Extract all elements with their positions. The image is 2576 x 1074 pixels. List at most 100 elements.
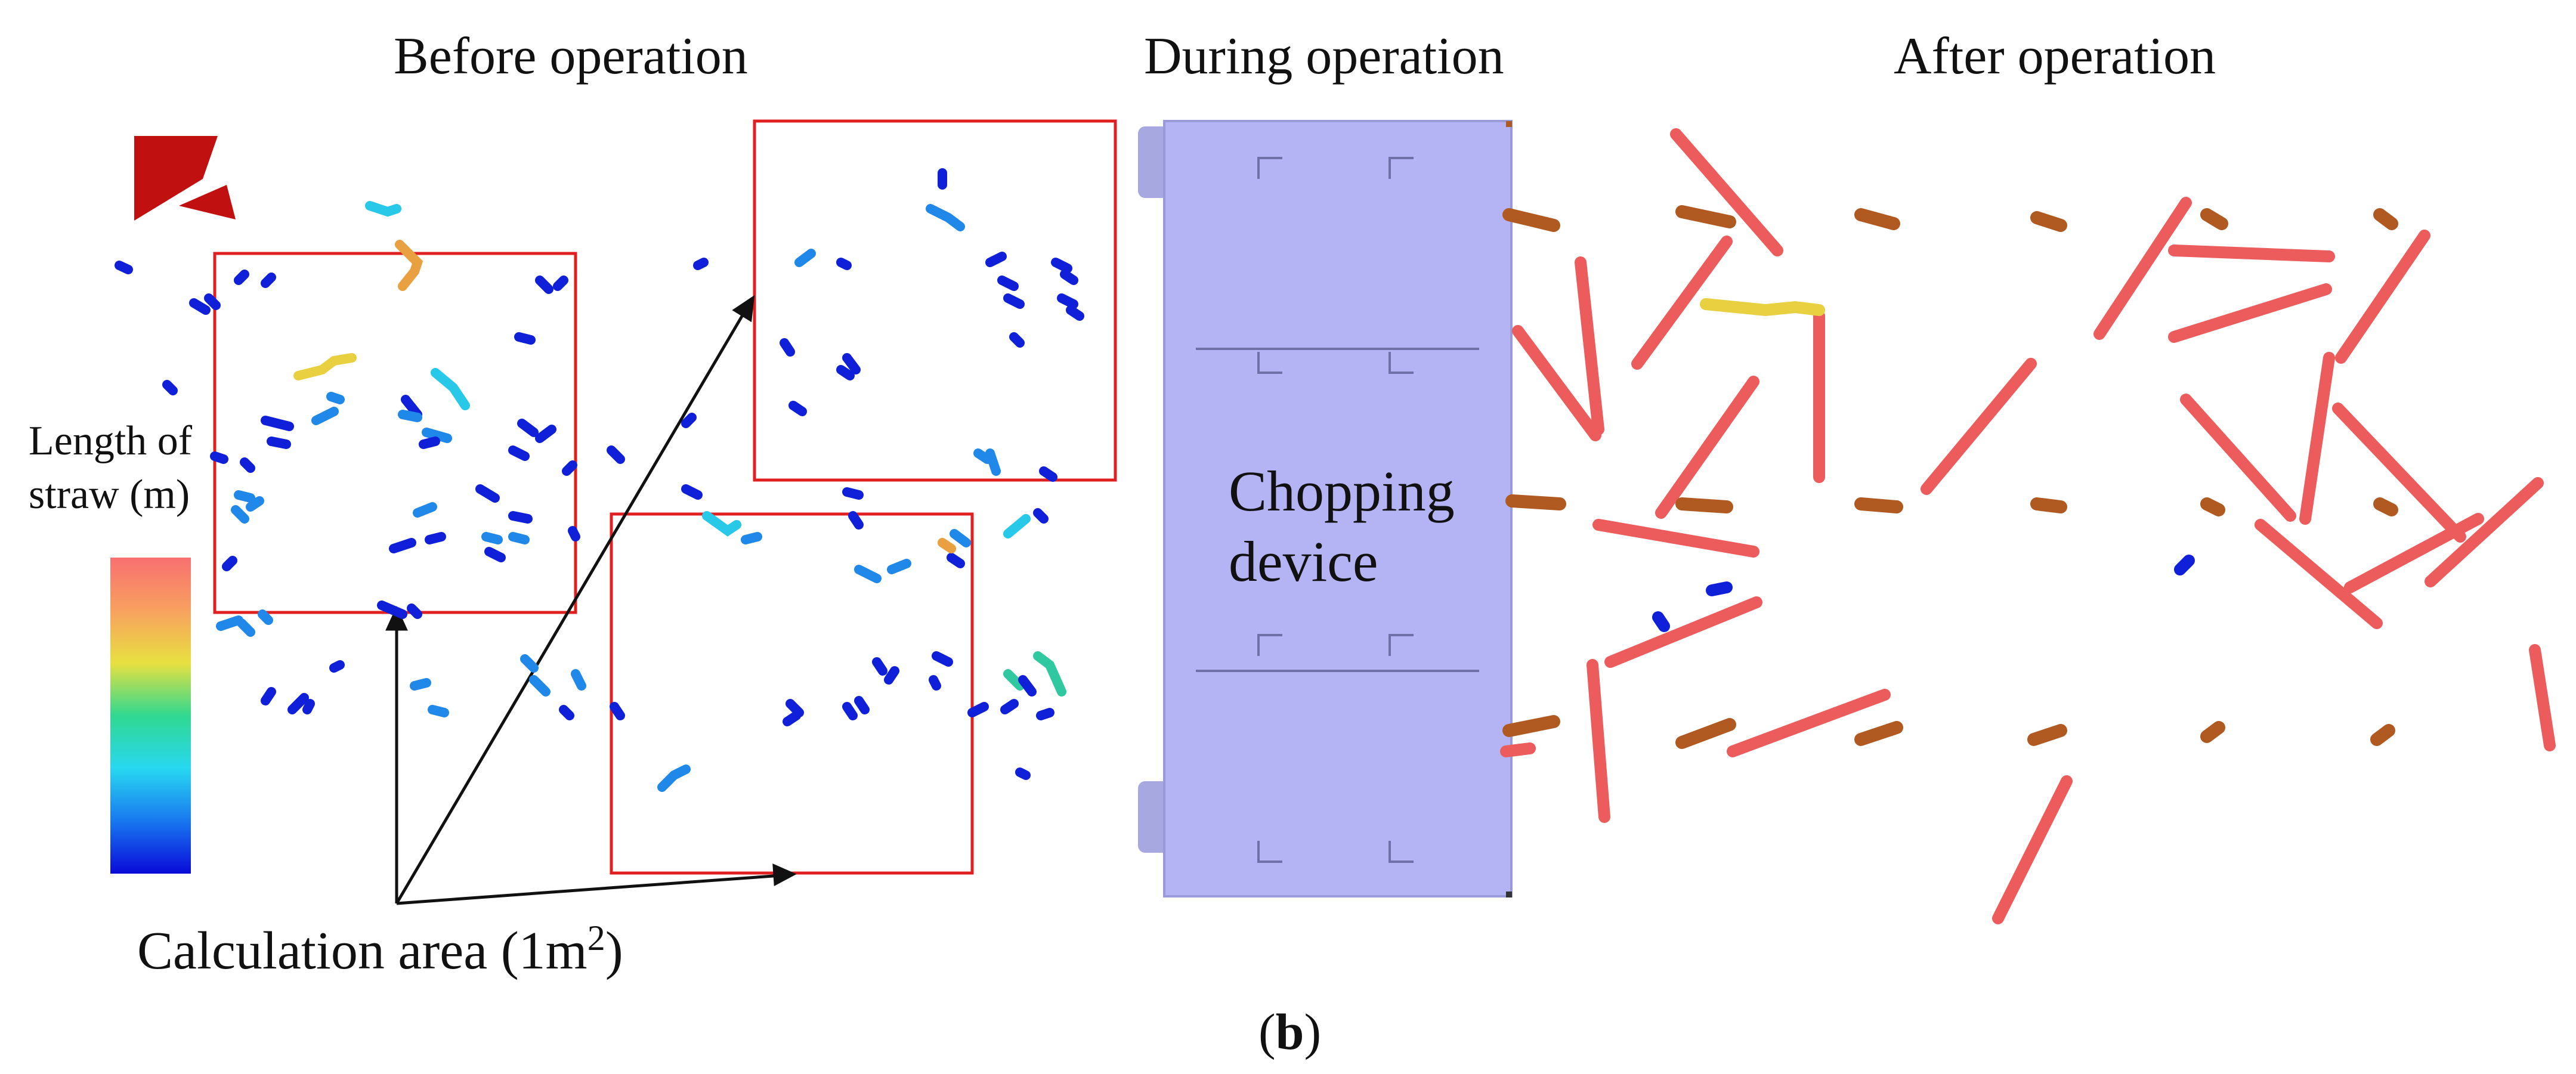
colorbar-title-line-1: Length of [29, 418, 193, 464]
straw-segment [741, 532, 762, 544]
stubble-stalk [1854, 208, 1900, 230]
stubble-stalk [1502, 715, 1560, 737]
stubble-stalk [2030, 497, 2067, 513]
straw-segment [377, 601, 407, 619]
straw-segment [261, 687, 276, 705]
straw-segment [407, 603, 422, 619]
straw-segment [2425, 477, 2544, 587]
straw-segment [1000, 699, 1019, 714]
straw-segment [311, 407, 339, 425]
straw-segment [884, 666, 899, 685]
straw-segment [1706, 581, 1733, 596]
straw-segment [1003, 514, 1031, 538]
straw-segment [517, 419, 539, 437]
stubble-rows [1502, 205, 2398, 749]
straw-segment [1727, 689, 1891, 757]
stubble-stalk [1675, 497, 1733, 513]
straw-segment [204, 293, 221, 310]
straw-segment [419, 437, 440, 449]
straw-segment [786, 699, 804, 717]
straw-segment [535, 425, 556, 443]
title-before-operation: Before operation [394, 27, 748, 85]
straw-segment [854, 565, 882, 583]
straw-segment [926, 204, 965, 231]
straw-segment [2093, 197, 2192, 340]
stubble-stalk [2373, 497, 2398, 516]
straw-segment [1652, 611, 1670, 632]
straw-segment [508, 511, 533, 524]
straw-segment [1670, 128, 1783, 256]
straw-segment [329, 660, 345, 673]
straw-segment [1018, 675, 1037, 697]
straw-segment [2335, 230, 2430, 364]
straw-segment [1655, 376, 1759, 519]
straw-segment [395, 240, 423, 291]
straw-segment [267, 437, 291, 449]
straw-segment [607, 445, 625, 464]
straw-segment [425, 532, 446, 544]
straw-segment [231, 505, 249, 524]
straw-segment [240, 457, 255, 473]
straw-segment [2299, 352, 2335, 525]
stubble-stalk [1505, 494, 1566, 510]
straw-segment [261, 273, 276, 288]
calculation-area-frame-3 [610, 512, 974, 875]
straw-segment [836, 365, 855, 380]
straw-segment [237, 618, 255, 637]
straw-segment [1036, 708, 1054, 720]
straw-segment [1033, 651, 1066, 697]
calculation-area-frame-2 [753, 119, 1117, 482]
straw-segment [475, 484, 500, 503]
straw-segment [234, 270, 249, 285]
straw-segment [2332, 403, 2466, 543]
straw-segment [1051, 258, 1072, 273]
straw-segment [246, 496, 264, 512]
straw-segment [1003, 669, 1025, 691]
chopping-device [1138, 120, 1513, 897]
panel-label: (b) [1258, 1002, 1321, 1061]
straw-segment [1592, 519, 1759, 558]
straw-segment [1039, 466, 1057, 482]
straw-segment [410, 678, 431, 691]
straw-segment [520, 654, 539, 673]
straw-segment [681, 484, 703, 500]
straw-segment [514, 332, 536, 345]
stubble-stalk [1854, 721, 1903, 746]
straw-segment [997, 276, 1019, 291]
calculation-area-frame-1 [213, 252, 577, 614]
straw-segment [401, 395, 422, 419]
straw-segment [1500, 742, 1536, 757]
stubble-stalk [2200, 208, 2228, 230]
straw-segment [842, 353, 861, 374]
straw-segment [2529, 644, 2556, 751]
straw-segment [365, 201, 401, 217]
straw-segment [842, 702, 858, 720]
straw-segment [794, 249, 816, 267]
straw-segment [681, 413, 697, 428]
straw-segment [553, 276, 568, 291]
straw-segment [788, 401, 807, 416]
stubble-stalk [1675, 205, 1736, 228]
straw-segment [1604, 596, 1762, 668]
calculation-area-closing: ) [605, 921, 623, 980]
straw-segment [854, 696, 870, 714]
straw-segment [950, 529, 971, 547]
straw-segment [1009, 332, 1025, 348]
straw-segment [413, 502, 437, 518]
title-during-operation: During operation [1144, 27, 1504, 85]
calculation-area-label: Calculation area (1m2) [137, 918, 623, 984]
straw-segment [234, 490, 255, 503]
calculation-area-text: Calculation area (1m [137, 921, 587, 980]
colorbar-title: Length of straw (m) [29, 414, 192, 522]
straw-segment [702, 511, 741, 537]
straw-segment [610, 702, 625, 720]
straw-segment [293, 353, 357, 380]
straw-segment [1015, 767, 1031, 780]
annotation-arrows [385, 295, 797, 905]
straw-segment [967, 702, 989, 717]
panel-label-open: ( [1258, 1003, 1276, 1060]
straw-segment [258, 609, 273, 625]
straw-segment [929, 675, 941, 691]
straw-segment [1060, 270, 1078, 285]
